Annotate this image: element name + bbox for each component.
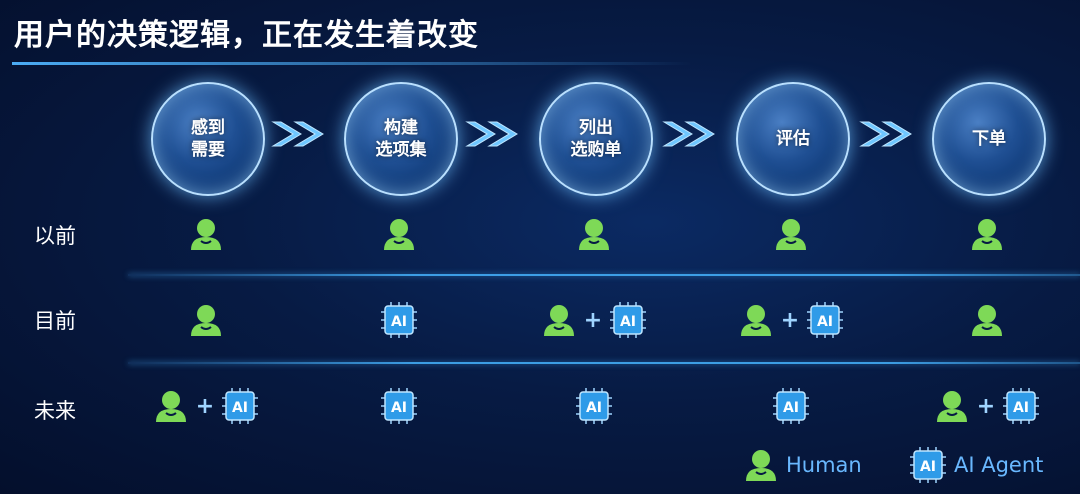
row-label-current: 目前 xyxy=(34,309,76,333)
matrix-cell xyxy=(116,214,296,254)
legend-ai-label: AI Agent xyxy=(954,453,1044,477)
stage-bubble-1: 感到 需要 xyxy=(151,82,265,196)
person-icon xyxy=(191,219,221,250)
plus-sign: + xyxy=(976,393,996,419)
stage-label-3: 列出 选购单 xyxy=(570,118,622,160)
matrix-cell xyxy=(309,214,489,254)
matrix-cell: + AI xyxy=(504,300,684,340)
ai-chip-icon: AI xyxy=(1003,388,1040,424)
ai-chip-icon: AI xyxy=(610,302,647,338)
chevron-arrow-icon xyxy=(465,121,518,147)
legend-human: Human xyxy=(744,448,862,482)
stage-bubble-4: 评估 xyxy=(736,82,850,196)
person-icon xyxy=(740,305,771,336)
matrix-cell: AI xyxy=(701,386,881,426)
chevron-arrow-icon xyxy=(271,121,324,147)
ai-chip-text: AI xyxy=(586,400,602,416)
matrix-cell xyxy=(897,214,1077,254)
ai-chip-text: AI xyxy=(783,400,799,416)
stage-label-4: 评估 xyxy=(776,129,810,149)
stage-bubble-3: 列出 选购单 xyxy=(539,82,653,196)
matrix-cell: AI xyxy=(504,386,684,426)
stage-bubble-5: 下单 xyxy=(932,82,1046,196)
ai-chip-icon: AI xyxy=(381,388,417,424)
ai-chip-text: AI xyxy=(232,400,248,416)
chevron-arrow-icon xyxy=(662,121,715,147)
stage-bubble-2: 构建 选项集 xyxy=(344,82,458,196)
legend-human-label: Human xyxy=(786,453,862,477)
stage-label-2: 构建 选项集 xyxy=(375,118,427,160)
plus-sign: + xyxy=(780,307,800,333)
person-icon xyxy=(191,305,221,336)
person-icon xyxy=(543,305,574,336)
page-title: 用户的决策逻辑，正在发生着改变 xyxy=(14,18,479,53)
ai-chip-text: AI xyxy=(920,459,936,475)
ai-chip-text: AI xyxy=(620,314,636,330)
matrix-cell: AI xyxy=(309,300,489,340)
person-icon xyxy=(936,391,967,422)
matrix-cell xyxy=(701,214,881,254)
person-icon xyxy=(972,305,1002,336)
row-label-before: 以前 xyxy=(34,224,76,248)
stage-label-1: 感到 需要 xyxy=(191,118,225,160)
matrix-cell xyxy=(504,214,684,254)
ai-chip-icon: AI xyxy=(910,447,946,483)
matrix-cell xyxy=(897,300,1077,340)
ai-chip-icon: AI xyxy=(222,388,259,424)
matrix-cell: + AI xyxy=(897,386,1077,426)
matrix-cell xyxy=(116,300,296,340)
person-icon xyxy=(384,219,414,250)
legend-ai: AI AI Agent xyxy=(910,447,1044,483)
matrix-cell: AI xyxy=(309,386,489,426)
ai-chip-icon: AI xyxy=(773,388,809,424)
ai-chip-icon: AI xyxy=(807,302,844,338)
matrix-cell: + AI xyxy=(116,386,296,426)
row-divider xyxy=(128,274,1080,276)
person-icon xyxy=(746,450,776,481)
person-icon xyxy=(972,219,1002,250)
person-icon xyxy=(776,219,806,250)
ai-chip-icon: AI xyxy=(381,302,417,338)
chevron-arrow-icon xyxy=(859,121,912,147)
person-icon xyxy=(155,391,186,422)
ai-chip-text: AI xyxy=(391,314,407,330)
stage-label-5: 下单 xyxy=(972,129,1006,149)
title-underline xyxy=(12,62,692,65)
ai-chip-text: AI xyxy=(391,400,407,416)
row-label-future: 未来 xyxy=(34,399,76,423)
ai-chip-text: AI xyxy=(1013,400,1029,416)
plus-sign: + xyxy=(195,393,215,419)
ai-chip-text: AI xyxy=(817,314,833,330)
matrix-cell: + AI xyxy=(701,300,881,340)
ai-chip-icon: AI xyxy=(576,388,612,424)
person-icon xyxy=(579,219,609,250)
row-divider xyxy=(128,362,1080,364)
plus-sign: + xyxy=(583,307,603,333)
